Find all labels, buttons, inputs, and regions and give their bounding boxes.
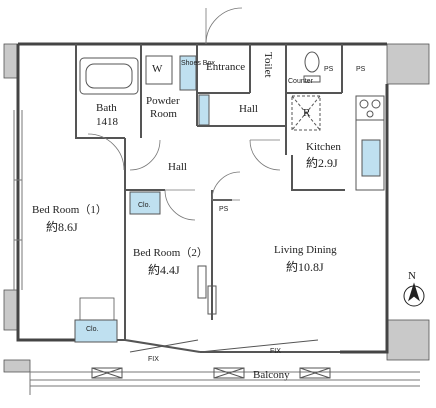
balcony-label: Balcony	[253, 369, 290, 381]
outer-walls	[16, 42, 389, 354]
powder-room-label-line1: Powder	[146, 95, 180, 107]
ps-right-label: PS	[356, 66, 366, 73]
toilet-label: Toilet	[262, 52, 274, 78]
kitchen-counter	[355, 119, 385, 191]
ps-mid-label: PS	[219, 206, 229, 213]
closet-bed2-label: Clo.	[138, 202, 151, 209]
bed-room-2-size: 約4.4J	[148, 263, 180, 277]
kitchen-size: 約2.9J	[306, 156, 338, 170]
upper-hall-label: Hall	[239, 103, 258, 115]
compass-north-label: N	[408, 270, 416, 282]
columns	[3, 43, 430, 373]
main-hall-label: Hall	[168, 161, 187, 173]
compass-icon	[403, 282, 425, 307]
washer-label: W	[152, 63, 163, 75]
ps-small-label: PS	[324, 66, 334, 73]
balcony-doors	[129, 339, 319, 353]
living-dining-size: 約10.8J	[286, 260, 324, 274]
outdoor-units	[91, 367, 331, 379]
bathtub	[79, 57, 139, 95]
washer-box	[145, 55, 173, 85]
refrigerator-label: R	[303, 107, 311, 119]
closet-bed1-door	[79, 297, 115, 321]
stove	[355, 95, 385, 121]
shoes-box-shelf	[179, 55, 197, 91]
bath-size: 1418	[96, 116, 118, 128]
bed-room-2-label: Bed Room（2）	[133, 247, 208, 259]
interior-walls	[75, 44, 345, 353]
fix-label-1: FIX	[148, 356, 159, 363]
living-dining-label: Living Dining	[274, 244, 337, 256]
fix-label-2: FIX	[270, 348, 281, 355]
counter-label: Counter	[288, 78, 313, 85]
closet-bed1-label: Clo.	[86, 326, 99, 333]
toilet-fixture	[303, 51, 321, 83]
bed-room-1-size: 約8.6J	[46, 220, 78, 234]
powder-room-label-line2: Room	[150, 108, 177, 120]
door-swings	[87, 7, 281, 221]
bed-room-1-label: Bed Room（1）	[32, 204, 107, 216]
refrigerator-box	[291, 95, 321, 131]
closet-bed2	[129, 191, 161, 215]
powder-sink	[198, 94, 210, 126]
shoes-box-label: Shoes Box	[181, 60, 215, 67]
bath-label: Bath	[96, 102, 117, 114]
sliding-panels	[197, 265, 217, 315]
entrance-label: Entrance	[206, 61, 246, 73]
kitchen-label: Kitchen	[306, 141, 341, 153]
